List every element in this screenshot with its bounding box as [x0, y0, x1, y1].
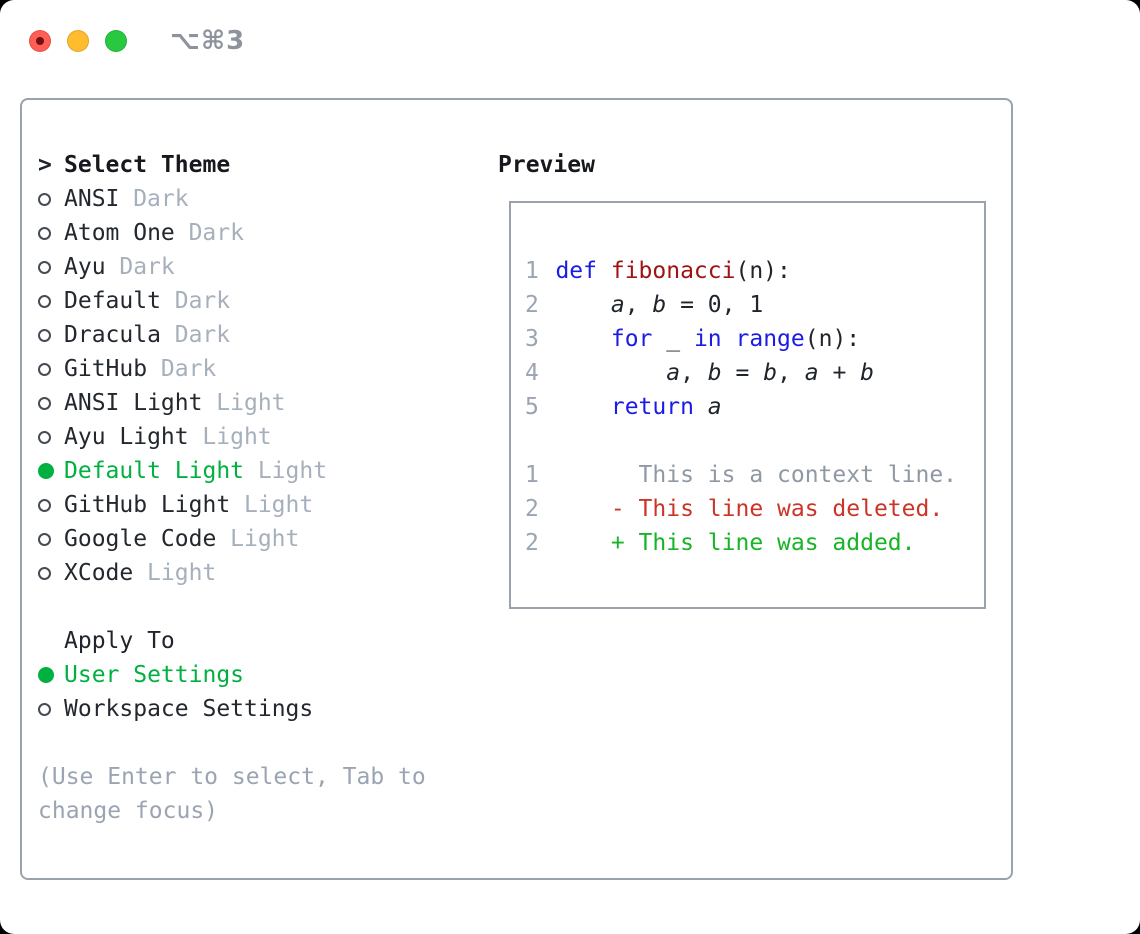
theme-name: ANSI Light [64, 390, 203, 416]
theme-name: GitHub Light [64, 492, 231, 518]
theme-variant-label: Light [230, 526, 300, 552]
minimize-button[interactable] [67, 30, 89, 52]
radio-icon [38, 498, 64, 512]
theme-variant-label: Dark [188, 220, 244, 246]
apply-to-title: Apply To [64, 628, 175, 654]
theme-name: Dracula [64, 322, 161, 348]
preview-header: Preview [498, 148, 998, 182]
theme-variant-label: Dark [174, 288, 231, 314]
radio-icon [38, 396, 64, 410]
code-line: 3 for _ in range(n): [525, 322, 970, 356]
theme-name: Default [64, 288, 161, 314]
code-line: 4 a, b = b, a + b [525, 356, 970, 390]
code-line: 2 - This line was deleted. [525, 492, 970, 526]
theme-variant-label: Dark [160, 356, 217, 382]
code-line: 5 return a [525, 390, 970, 424]
theme-variant-label: Light [202, 424, 272, 450]
code-line: 2 + This line was added. [525, 526, 970, 560]
radio-icon [38, 362, 64, 376]
theme-variant-label: Light [257, 458, 328, 484]
radio-icon [38, 260, 64, 274]
theme-name: Ayu Light [64, 424, 189, 450]
theme-variant-label: Dark [119, 254, 175, 280]
theme-variant-label: Dark [174, 322, 231, 348]
line-number: 1 [525, 462, 539, 488]
radio-icon [38, 192, 64, 206]
radio-icon [38, 294, 64, 308]
code-line: 2 a, b = 0, 1 [525, 288, 970, 322]
line-number: 2 [525, 496, 539, 522]
theme-option-github-dark[interactable]: GitHub Dark [38, 352, 488, 386]
apply-to-header: Apply To [38, 624, 488, 658]
theme-variant-label: Light [216, 390, 286, 416]
select-theme-title: Select Theme [64, 152, 231, 178]
code-line [525, 220, 970, 254]
line-number: 3 [525, 326, 539, 352]
apply-option-label: User Settings [64, 662, 245, 688]
theme-name: Atom One [64, 220, 175, 246]
theme-option-ansi-dark[interactable]: ANSI Dark [38, 182, 488, 216]
theme-variant-label: Dark [133, 186, 189, 212]
keyboard-shortcut-label: ⌥⌘3 [170, 26, 246, 56]
theme-option-default-dark[interactable]: Default Dark [38, 284, 488, 318]
focus-caret-icon: > [38, 152, 52, 178]
code-line: 1 This is a context line. [525, 458, 970, 492]
theme-option-ayu-dark[interactable]: Ayu Dark [38, 250, 488, 284]
radio-icon [38, 430, 64, 444]
theme-name: XCode [64, 560, 134, 586]
radio-selected-icon [38, 463, 64, 479]
radio-icon [38, 226, 64, 240]
close-button[interactable] [29, 30, 51, 52]
theme-name: Google Code [64, 526, 217, 552]
theme-option-xcode-light[interactable]: XCode Light [38, 556, 488, 590]
theme-name: ANSI [64, 186, 120, 212]
theme-option-google-code-light[interactable]: Google Code Light [38, 522, 488, 556]
line-number: 4 [525, 360, 539, 386]
theme-variant-label: Light [147, 560, 217, 586]
code-line [525, 560, 970, 594]
theme-option-github-light-light[interactable]: GitHub Light Light [38, 488, 488, 522]
apply-option-user-settings[interactable]: User Settings [38, 658, 488, 692]
preview-title: Preview [498, 152, 595, 178]
radio-icon [38, 532, 64, 546]
theme-name: Default Light [64, 458, 245, 484]
line-number: 2 [525, 292, 539, 318]
theme-variant-label: Light [243, 492, 314, 518]
radio-icon [38, 328, 64, 342]
radio-icon [38, 702, 64, 716]
apply-option-workspace-settings[interactable]: Workspace Settings [38, 692, 488, 726]
theme-option-dracula-dark[interactable]: Dracula Dark [38, 318, 488, 352]
close-dot-icon [36, 37, 44, 45]
select-theme-header: > Select Theme [38, 148, 488, 182]
theme-option-default-light-light[interactable]: Default Light Light [38, 454, 488, 488]
code-line [525, 424, 970, 458]
line-number: 1 [525, 258, 539, 284]
zoom-button[interactable] [105, 30, 127, 52]
theme-option-ansi-light-light[interactable]: ANSI Light Light [38, 386, 488, 420]
radio-selected-icon [38, 667, 64, 683]
theme-name: GitHub [64, 356, 148, 382]
titlebar: ⌥⌘3 [29, 26, 245, 56]
usage-hint: (Use Enter to select, Tab to change focu… [38, 764, 426, 824]
apply-option-label: Workspace Settings [64, 696, 314, 722]
theme-option-ayu-light-light[interactable]: Ayu Light Light [38, 420, 488, 454]
line-number: 5 [525, 394, 539, 420]
theme-name: Ayu [64, 254, 106, 280]
theme-option-atom-one-dark[interactable]: Atom One Dark [38, 216, 488, 250]
radio-icon [38, 566, 64, 580]
line-number: 2 [525, 530, 539, 556]
